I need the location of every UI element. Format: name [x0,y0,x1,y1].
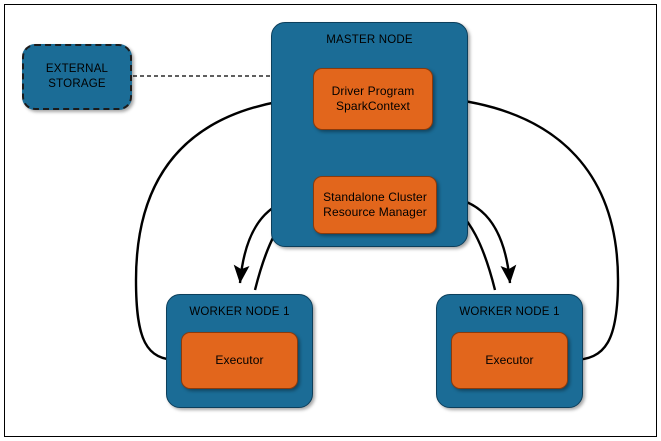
master-node-title: MASTER NODE [326,34,413,46]
executor-1-label: Executor [215,353,264,368]
edge-executor1-to-driver [134,91,306,362]
worker-node-2-title: WORKER NODE 1 [459,306,560,318]
edge-executor2-to-driver [440,91,620,362]
executor-2-label: Executor [485,353,534,368]
worker-node-1-title: WORKER NODE 1 [189,306,290,318]
executor-box-1[interactable]: Executor [181,332,298,389]
executor-box-2[interactable]: Executor [451,332,568,389]
